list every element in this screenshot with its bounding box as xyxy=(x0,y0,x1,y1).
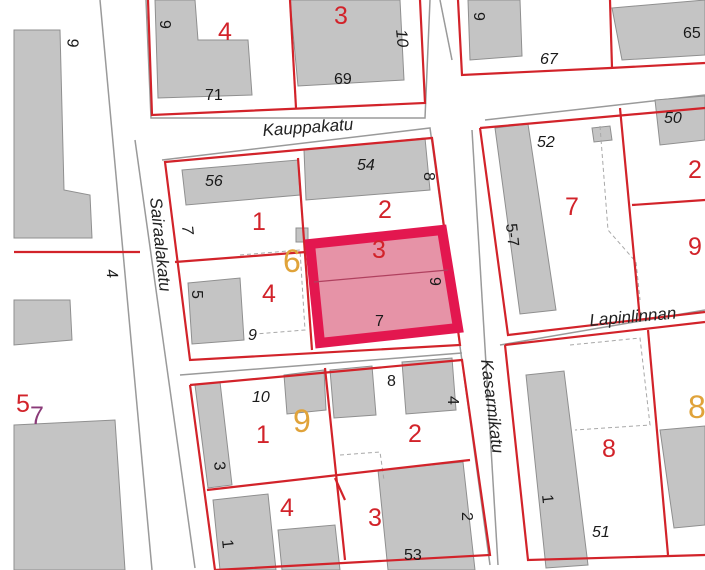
building-b2-a xyxy=(283,369,327,415)
block-number: 7 xyxy=(30,402,44,430)
address-number: 2 xyxy=(458,512,475,521)
block-number: 9 xyxy=(688,233,702,261)
highlighted-plot-icon[interactable] xyxy=(304,224,464,349)
address-number: 10 xyxy=(252,389,270,406)
block-number: 4 xyxy=(262,280,276,308)
address-number: 9 xyxy=(470,12,487,21)
block-number: 2 xyxy=(408,420,422,448)
address-number: 9 xyxy=(63,38,81,49)
address-number: 5 xyxy=(188,290,205,299)
block-number: 2 xyxy=(378,196,392,224)
address-number: 10 xyxy=(392,29,411,49)
building-small-52 xyxy=(591,125,613,143)
address-number: 50 xyxy=(664,110,682,127)
address-number: 56 xyxy=(205,173,223,190)
block-number-orange: 6 xyxy=(283,243,301,279)
address-number: 65 xyxy=(683,25,701,42)
buildings xyxy=(13,0,705,570)
address-number: 53 xyxy=(404,547,422,564)
block-number: 8 xyxy=(602,435,616,463)
property-lines xyxy=(14,0,705,570)
address-number: 9 xyxy=(156,20,173,29)
block-number: 3 xyxy=(334,2,348,30)
address-number: 54 xyxy=(357,157,375,174)
address-number: 8 xyxy=(420,172,437,181)
address-number: 7 xyxy=(375,313,384,330)
building-69 xyxy=(289,0,405,87)
address-number: 69 xyxy=(334,71,352,88)
address-number: 9 xyxy=(248,327,257,344)
highlighted-plot-divider xyxy=(313,269,449,283)
address-number: 51 xyxy=(592,524,610,541)
building-top-right-1 xyxy=(467,0,523,61)
address-number: 5-7 xyxy=(502,223,521,248)
address-number: 4 xyxy=(102,268,120,280)
address-number: 8 xyxy=(387,373,396,390)
building-65 xyxy=(611,0,705,61)
building-71 xyxy=(154,0,253,99)
building-right-bottom xyxy=(659,425,705,529)
address-number: 7 xyxy=(178,225,196,237)
building-left-top xyxy=(13,29,93,239)
address-number: 4 xyxy=(444,396,461,405)
highlighted-plot-area[interactable] xyxy=(304,224,464,349)
address-number: 3 xyxy=(210,461,228,472)
block-number-orange: 9 xyxy=(293,403,311,439)
block-number: 1 xyxy=(256,421,270,449)
block-number: 1 xyxy=(252,208,266,236)
building-left-bottom xyxy=(13,419,126,570)
address-number: 67 xyxy=(540,51,559,68)
block-number: 7 xyxy=(565,193,579,221)
building-bottom-1 xyxy=(212,493,277,570)
block-number: 4 xyxy=(218,18,232,46)
address-number: 1 xyxy=(218,539,236,550)
block-number: 5 xyxy=(16,390,30,418)
building-left-mid xyxy=(13,299,73,346)
address-number: 9 xyxy=(426,277,443,286)
block-number: 4 xyxy=(280,494,294,522)
building-8 xyxy=(401,357,457,415)
building-bottom-2 xyxy=(277,524,341,570)
address-number: 1 xyxy=(538,494,556,505)
building-1-right xyxy=(525,370,589,569)
address-number: 52 xyxy=(537,134,555,151)
block-number: 2 xyxy=(688,156,702,184)
building-b2-b xyxy=(329,365,377,419)
block-number-orange: 8 xyxy=(688,389,705,425)
block-number: 3 xyxy=(372,236,386,264)
building-5 xyxy=(187,277,245,345)
address-number: 71 xyxy=(205,87,223,104)
block-number: 3 xyxy=(368,504,382,532)
